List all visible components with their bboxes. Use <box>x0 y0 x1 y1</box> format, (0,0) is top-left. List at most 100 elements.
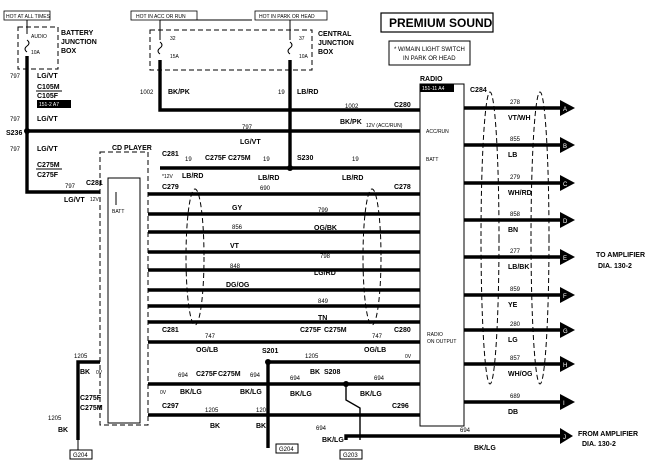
c280-label-top: C280 <box>394 102 411 109</box>
amp-letter-a: A <box>563 107 567 113</box>
audio-fuse-amp: 10A <box>31 50 41 56</box>
radio-ref-label: 151-11 A4 <box>422 86 445 92</box>
central-box-label-2: JUNCTION <box>318 40 354 47</box>
central-junction-box-outline <box>149 29 313 71</box>
c275m-left-label: C275M <box>37 162 60 169</box>
g203-label: G203 <box>343 453 358 459</box>
c296-label: C296 <box>392 403 409 410</box>
hot-park-head-box <box>254 10 328 21</box>
amp-num-i: 689 <box>510 394 521 400</box>
w694-label-2: 694 <box>250 373 261 379</box>
cd-player-label: CD PLAYER <box>112 145 152 152</box>
c275f-lower-label: C275F <box>300 327 322 334</box>
amp-num-d: 858 <box>510 212 521 218</box>
lbrd-label-4: LB/RD <box>342 175 363 182</box>
amp-num-b: 855 <box>510 137 521 143</box>
bklg-label-1: BK/LG <box>180 389 202 396</box>
w690-label: 690 <box>260 186 271 192</box>
cd-player-inner <box>107 177 141 424</box>
lgvt-label-1: LG/VT <box>37 73 58 80</box>
w1205-label-4: 1205 <box>256 408 270 414</box>
w694-label-3: 694 <box>290 376 301 382</box>
note-line-1: * W/MAIN LIGHT SWITCH <box>394 47 465 53</box>
hot-acc-run-label: HOT IN ACC OR RUN <box>136 14 186 20</box>
amp-color-i: DB <box>508 409 518 416</box>
amp-arrow-g <box>560 322 575 338</box>
amp-arrow-i <box>560 394 575 410</box>
battery-junction-box-outline <box>17 26 59 70</box>
c275f-bottom-label: C275F <box>196 371 218 378</box>
w694-label-5: 694 <box>316 426 327 432</box>
w19-label-3: 19 <box>263 157 270 163</box>
from-amp-arrow <box>560 428 573 444</box>
bk-label-3: BK <box>210 423 220 430</box>
zero-v-radio: 0V <box>405 354 412 360</box>
amp-letter-i: I <box>563 401 565 407</box>
central-box-label-3: BOX <box>318 49 334 56</box>
amp-arrow-a <box>560 100 575 116</box>
c284-label: C284 <box>470 87 487 94</box>
s236-label: S236 <box>6 130 22 137</box>
amp-arrow-b <box>560 137 575 153</box>
radio-outline <box>419 83 465 427</box>
note-line-2: IN PARK OR HEAD <box>403 56 456 62</box>
oglb-label-1: OG/LB <box>196 347 218 354</box>
w747-label-1: 747 <box>205 334 216 340</box>
bk-label-2: BK <box>310 369 320 376</box>
w694-label-j: 694 <box>460 428 471 434</box>
lgrd-label: LG/RD <box>314 270 336 277</box>
amp-color-d: BN <box>508 227 518 234</box>
battery-box-label-2: JUNCTION <box>61 39 97 46</box>
c275m-bottom-label: C275M <box>218 371 241 378</box>
amp-letter-g: G <box>563 329 568 335</box>
w1205-label-3: 1205 <box>205 408 219 414</box>
to-amplifier-label-1: TO AMPLIFIER <box>596 252 645 259</box>
g204-right-label: G204 <box>279 447 294 453</box>
w694-label-1: 694 <box>178 373 189 379</box>
w1205-label-2: 1205 <box>305 354 319 360</box>
amp-letter-c: C <box>563 182 568 188</box>
w797-label-1: 797 <box>10 74 21 80</box>
bk-label-1: BK <box>80 369 90 376</box>
amp-letter-h: H <box>563 363 567 369</box>
radio-batt-label: BATT <box>426 157 438 163</box>
fuse-32-amp: 15A <box>170 54 180 60</box>
tn-label: TN <box>318 315 327 322</box>
amp-arrow-d <box>560 212 575 228</box>
c105-ref-label: 151-2 A7 <box>39 102 59 108</box>
amp-arrow-h <box>560 356 575 372</box>
c105f-label: C105F <box>37 93 59 100</box>
amp-color-a: VT/WH <box>508 115 531 122</box>
amp-color-c: WH/RD <box>508 190 532 197</box>
cd-batt-label: BATT <box>112 209 124 215</box>
amp-letter-d: D <box>563 219 568 225</box>
bklg-label-4: BK/LG <box>360 391 382 398</box>
amp-letter-f: F <box>563 294 567 300</box>
s201-label: S201 <box>262 348 278 355</box>
radio-on-output-2: ON OUTPUT <box>427 339 456 345</box>
note-box <box>388 40 471 66</box>
twelve-v-label-cd: 12V <box>90 197 100 203</box>
w19-label-1: 19 <box>278 90 285 96</box>
amp-color-b: LB <box>508 152 517 159</box>
w19-label-4: 19 <box>352 157 359 163</box>
w797-label-3: 797 <box>10 147 21 153</box>
w1002-label-2: 1002 <box>345 104 359 110</box>
bklg-label-5: BK/LG <box>322 437 344 444</box>
from-amp-letter: J <box>563 435 566 441</box>
amp-letter-e: E <box>563 256 567 262</box>
w694-label-4: 694 <box>374 376 385 382</box>
w1002-label-1: 1002 <box>140 90 154 96</box>
bkpk-label-2: BK/PK <box>340 119 362 126</box>
c275f-gnd-label: C275F <box>80 395 102 402</box>
ogbk-label: OG/BK <box>314 225 337 232</box>
w1205-label-1: 1205 <box>74 354 88 360</box>
c275m-mid-label: C275M <box>228 155 251 162</box>
amp-color-f: YE <box>508 302 518 309</box>
title-box <box>380 12 494 33</box>
lgvt-label-main: LG/VT <box>240 139 261 146</box>
zero-v-cd-2: 0V <box>160 390 167 396</box>
bklg-label-3: BK/LG <box>290 391 312 398</box>
cd-shield-left <box>185 188 205 326</box>
